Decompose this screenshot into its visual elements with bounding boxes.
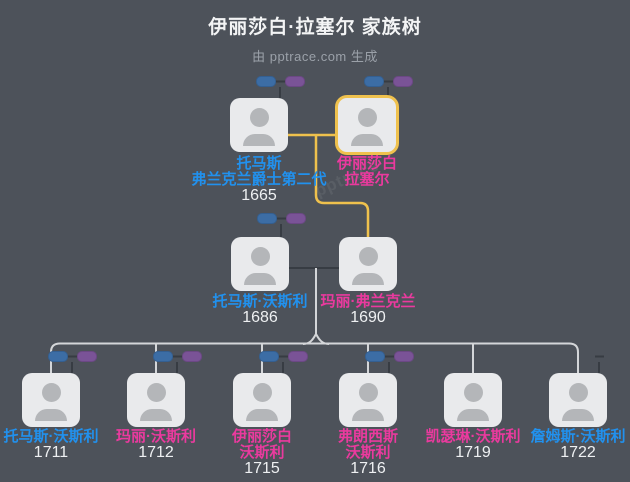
collapsed-female-badge[interactable] [394,351,414,362]
collapsed-male-badge[interactable] [364,76,384,87]
collapsed-female-badge[interactable] [286,213,306,224]
person-year: 1722 [560,444,596,461]
person-card-mary-frankland[interactable] [339,237,397,291]
person-card-thomas-worsley-sr[interactable] [231,237,289,291]
person-card-james-worsley[interactable] [549,373,607,427]
person-name: 玛丽·沃斯利 [116,428,196,445]
person-icon [568,383,588,402]
person-year: 1715 [244,460,280,477]
collapsed-female-badge[interactable] [182,351,202,362]
person-name: 托马斯·沃斯利 [3,428,99,445]
person-icon [358,383,378,402]
person-icon [252,383,272,402]
person-card-thomas-frankland[interactable] [230,98,288,152]
person-year: 1686 [242,309,278,326]
person-icon [243,134,275,146]
person-icon [463,383,483,402]
collapsed-male-badge[interactable] [48,351,68,362]
person-name: 伊丽莎白 [336,155,398,172]
collapsed-female-badge[interactable] [77,351,97,362]
person-icon [357,108,377,127]
person-icon [140,409,172,421]
collapsed-female-badge[interactable] [393,76,413,87]
person-year: 1712 [138,444,174,461]
person-icon [35,409,67,421]
person-card-elizabeth-worsley[interactable] [233,373,291,427]
person-label-elizabeth-russell: 伊丽莎白拉塞尔 [337,156,397,188]
person-name: 沃斯利 [345,444,391,461]
person-icon [358,247,378,266]
person-icon [250,247,270,266]
collapsed-male-badge[interactable] [257,213,277,224]
person-name: 托马斯 [236,155,282,172]
person-card-mary-worsley[interactable] [127,373,185,427]
person-name: 伊丽莎白 [231,428,293,445]
person-icon [351,134,383,146]
person-icon [352,273,384,285]
person-name: 弗兰克兰爵士第二代 [191,171,327,188]
person-icon [246,409,278,421]
person-year: 1665 [241,187,277,204]
person-icon [244,273,276,285]
person-year: 1690 [350,309,386,326]
person-icon [352,409,384,421]
collapsed-male-badge[interactable] [256,76,276,87]
person-name: 拉塞尔 [344,171,390,188]
person-icon [562,409,594,421]
person-icon [249,108,269,127]
person-name: 玛丽·弗兰克兰 [320,293,416,310]
page-title: 伊丽莎白·拉塞尔 家族树 [208,17,422,38]
collapsed-male-badge[interactable] [259,351,279,362]
person-icon [41,383,61,402]
person-name: 沃斯利 [239,444,285,461]
person-icon [457,409,489,421]
person-year: 1719 [455,444,491,461]
person-card-francis-worsley[interactable] [339,373,397,427]
person-name: 弗朗西斯 [337,428,399,445]
person-year: 1711 [33,444,69,461]
subtitle: 由 pptrace.com 生成 [252,49,378,64]
person-name: 托马斯·沃斯利 [212,293,308,310]
collapsed-female-badge[interactable] [288,351,308,362]
person-card-catherine-worsley[interactable] [444,373,502,427]
person-name: 凯瑟琳·沃斯利 [425,428,521,445]
person-card-elizabeth-russell[interactable] [335,95,399,155]
collapsed-male-badge[interactable] [153,351,173,362]
person-year: 1716 [350,460,386,477]
person-card-thomas-worsley-jr[interactable] [22,373,80,427]
collapsed-female-badge[interactable] [285,76,305,87]
collapsed-male-badge[interactable] [365,351,385,362]
person-name: 詹姆斯·沃斯利 [530,428,626,445]
header: 伊丽莎白·拉塞尔 家族树 由 pptrace.com 生成 [0,12,630,65]
person-icon [146,383,166,402]
